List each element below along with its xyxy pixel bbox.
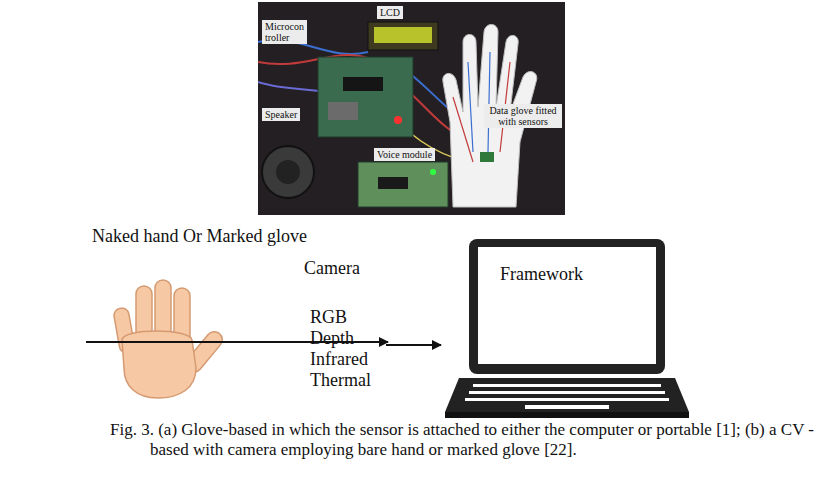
part-label: Voice module [374,148,435,161]
node-body: RGB Depth Infrared Thermal [310,307,371,391]
hand-illustration [100,278,236,400]
part-label: Data glove fitted with sensors [484,104,562,128]
camera-block: CameraRGB Depth Infrared Thermal [304,258,384,388]
input-hand: Naked hand Or Marked glove [88,226,311,404]
part-label: Speaker [262,108,300,121]
figure-caption: Fig. 3. (a) Glove-based in which the sen… [110,420,815,460]
node-heading: Framework [500,264,583,285]
laptop-illustration [445,236,690,420]
framework-laptop: Framework [445,236,690,420]
part-label: Microcon troller [262,20,307,44]
flow-arrow [386,344,441,346]
node-heading: Camera [304,258,384,279]
node-heading: Naked hand Or Marked glove [90,226,309,247]
part-label: LCD [377,6,403,19]
